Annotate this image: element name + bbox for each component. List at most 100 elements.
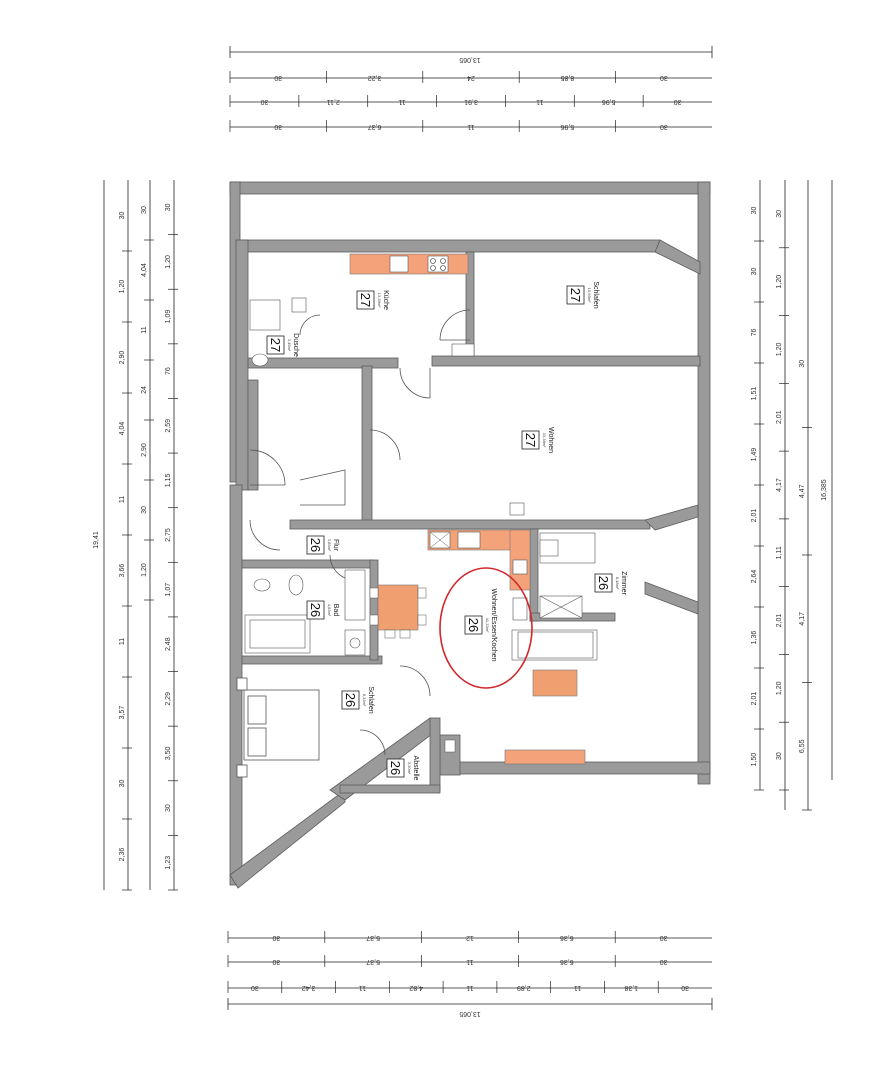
dimension-label: 30 <box>165 203 172 211</box>
dimension-label: 11 <box>141 326 148 333</box>
dimension-label: 11 <box>466 958 473 965</box>
dimension-label: 1,23 <box>165 856 172 870</box>
room-number-box <box>464 615 483 635</box>
dimension-label: 30 <box>799 360 806 368</box>
room-number-box <box>341 690 360 710</box>
dimension-label: 11 <box>398 98 405 105</box>
dimension-label: 30 <box>751 268 758 276</box>
dimension-label: 4,04 <box>141 263 148 277</box>
dimension-label: 6,36 <box>560 934 574 941</box>
dimension-label: 1,20 <box>776 343 783 357</box>
dimension-label: 30 <box>260 98 268 105</box>
dimension-label: 1,38 <box>624 984 638 991</box>
overall-width-label: 13,065 <box>459 56 481 63</box>
dimension-label: 2,29 <box>165 692 172 706</box>
chimney-block <box>509 502 525 516</box>
room-number: 26 <box>466 618 481 632</box>
dimension-label: 1,36 <box>751 631 758 645</box>
dimension-label: 6,55 <box>799 739 806 753</box>
dimension-label: 1,20 <box>165 255 172 269</box>
room-name: Küche <box>382 290 389 310</box>
dimension-label: 1,07 <box>165 583 172 597</box>
room-name: Zimmer <box>620 571 627 595</box>
room-name: Schlafen <box>592 281 599 308</box>
dimension-label: 30 <box>165 804 172 812</box>
dimension-label: 4,17 <box>799 612 806 626</box>
dimension-label: 6,37 <box>368 123 382 130</box>
dimension-label: 2,64 <box>751 570 758 584</box>
dimension-label: 2,89 <box>517 984 531 991</box>
dimension-label: 3,66 <box>119 564 126 578</box>
room-area: 3,20m² <box>407 762 412 775</box>
dimension-label: 11 <box>574 984 581 991</box>
dimension-label: 11 <box>119 638 126 645</box>
dimension-label: 30 <box>119 212 126 220</box>
room-area: 8,48m² <box>615 577 620 590</box>
doors <box>249 309 471 756</box>
room-area: 3,45m² <box>287 339 292 352</box>
room-area: 4,83m² <box>327 604 332 617</box>
dimension-label: 11 <box>536 98 543 105</box>
dimension-label: 2,90 <box>119 351 126 365</box>
dimension-label: 30 <box>660 74 668 81</box>
dimension-label: 1,20 <box>141 563 148 577</box>
dimension-label: 1,20 <box>776 681 783 695</box>
room-area: 15,95m² <box>587 288 592 303</box>
dimension-label: 30 <box>274 74 282 81</box>
highlight-circle <box>439 567 533 689</box>
dimension-label: 30 <box>251 984 259 991</box>
dimension-label: 30 <box>660 958 668 965</box>
room-name: Bad <box>332 604 339 617</box>
room-name: Schlafen <box>367 686 374 713</box>
dimension-label: 3,91 <box>464 98 478 105</box>
dimension-label: 30 <box>660 123 668 130</box>
room-number-box <box>521 430 540 450</box>
bathroom-fixtures <box>244 569 366 656</box>
dimension-label: 4,17 <box>776 478 783 492</box>
dimension-label: 12 <box>466 934 474 941</box>
dimension-label: 8,85 <box>560 74 574 81</box>
room-name: Flur <box>332 539 339 552</box>
room-number: 27 <box>568 288 583 302</box>
dimension-label: 11 <box>119 496 126 503</box>
room-number-box <box>386 758 405 778</box>
dimension-label: 30 <box>776 210 783 218</box>
dimension-label: 1,09 <box>165 310 172 324</box>
room-number: 26 <box>308 538 323 552</box>
room-labels: Küche13,38m²27Dusche3,45m²27Schlafen15,9… <box>266 281 627 781</box>
room-name: Abstelle <box>412 756 419 781</box>
dimension-label: 30 <box>274 123 282 130</box>
room-number: 26 <box>343 693 358 707</box>
sideboard <box>504 749 586 765</box>
dimension-label: 3,50 <box>165 747 172 761</box>
room-name: Wohnen <box>547 427 554 453</box>
shower-fixtures <box>249 297 307 367</box>
room-number: 27 <box>523 433 538 447</box>
dimension-label: 30 <box>660 934 668 941</box>
overall-depth-right-label: 16,385 <box>821 479 828 501</box>
dimension-chains-bottom <box>227 937 713 1010</box>
dimension-label: 4,82 <box>409 984 423 991</box>
room-number-box <box>266 335 285 355</box>
room-number-box <box>566 285 585 305</box>
room-number: 26 <box>308 603 323 617</box>
dimension-label: 1,15 <box>165 473 172 487</box>
dimension-label: 30 <box>272 934 280 941</box>
dimension-label: 1,50 <box>751 753 758 767</box>
overall-width-label-bottom: 13,065 <box>459 1010 481 1017</box>
room-number: 27 <box>358 293 373 307</box>
room-number-box <box>594 573 613 593</box>
dimension-label: 30 <box>141 206 148 214</box>
room-area: 13,38m² <box>377 293 382 308</box>
kitchen-counter-lower <box>427 529 531 621</box>
radiator <box>451 343 475 357</box>
room-area: 33,38m² <box>542 433 547 448</box>
